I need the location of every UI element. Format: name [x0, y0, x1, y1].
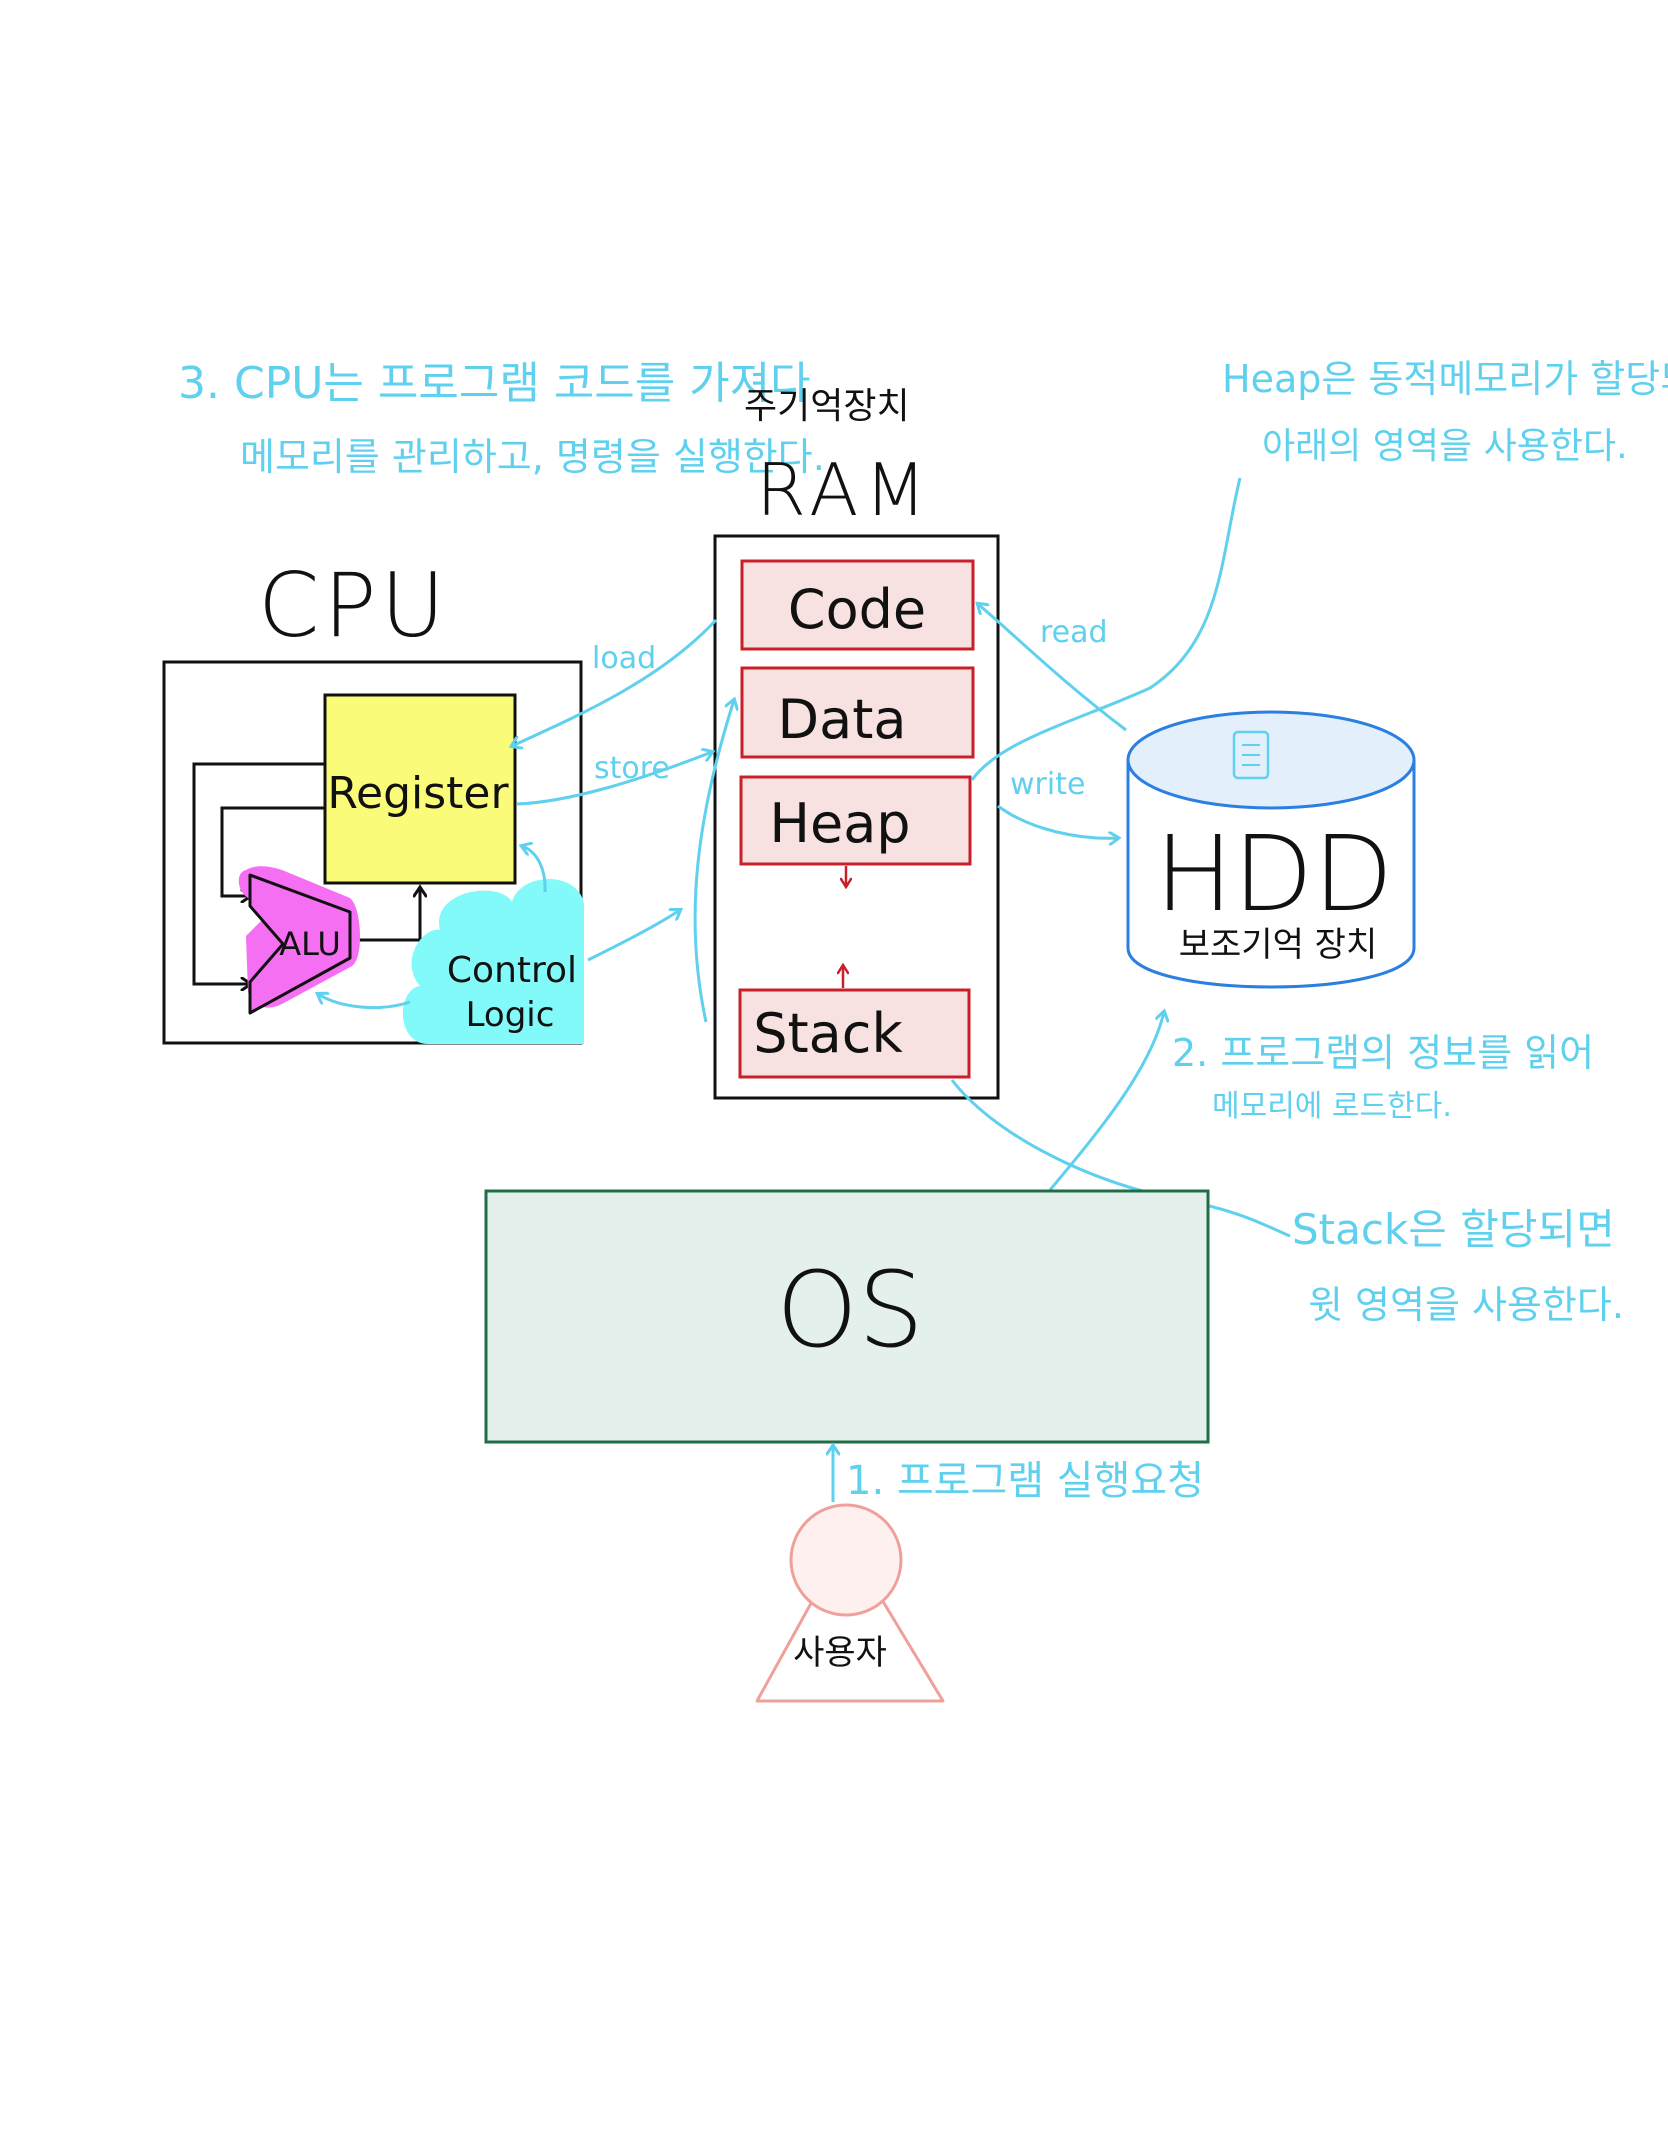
control-logic-label-line2: Logic — [466, 995, 555, 1035]
ram-subtitle: 주기억장치 — [744, 386, 910, 427]
os-box — [484, 1189, 1210, 1444]
control-logic-label-line1: Control — [447, 950, 577, 991]
hdd-top — [1126, 710, 1416, 810]
stack-segment — [738, 988, 971, 1079]
register-to-alu-wire-inner — [220, 806, 325, 896]
store-label: store — [594, 751, 670, 786]
cpu-step-note-line2: 메모리를 관리하고, 명령을 실행한다. — [240, 435, 825, 479]
write-label: write — [1010, 767, 1085, 802]
ram-title: RAM — [756, 448, 932, 532]
code-segment-label: Code — [788, 578, 926, 641]
stack-note-line1: Stack은 할당되면 — [1292, 1205, 1615, 1254]
control-to-ram-arrow — [587, 910, 680, 962]
heap-segment-label: Heap — [769, 792, 910, 855]
register-label: Register — [327, 768, 509, 819]
register-box — [323, 693, 517, 885]
user-body — [755, 1538, 945, 1703]
heap-segment — [739, 775, 972, 866]
cpu-step-note-line1: 3. CPU는 프로그램 코드를 가져다 — [178, 358, 811, 409]
load-step-note-line1: 2. 프로그램의 정보를 읽어 — [1172, 1031, 1594, 1075]
load-step-note-line2: 메모리에 로드한다. — [1212, 1089, 1452, 1124]
heap-note-line2: 아래의 영역을 사용한다. — [1262, 426, 1628, 467]
alu-label: ALU — [279, 925, 341, 963]
user-label: 사용자 — [793, 1633, 887, 1673]
hdd-title: HDD — [1155, 813, 1393, 935]
load-label: load — [592, 641, 656, 676]
os-label: OS — [776, 1249, 924, 1371]
ram-side-flow-arrow — [693, 700, 734, 1023]
write-arrow — [997, 804, 1118, 838]
store-arrow — [516, 752, 712, 806]
heap-note: Heap은 동적메모리가 할당되면 아래의 영역을 사용한다. — [1222, 357, 1668, 467]
request-step-note: 1. 프로그램 실행요청 — [846, 1458, 1204, 1504]
read-label: read — [1040, 615, 1108, 650]
control-logic-cloud — [402, 879, 584, 1044]
heap-note-leader — [970, 477, 1242, 781]
hdd-body — [1126, 758, 1416, 989]
register-to-alu-wire-outer — [192, 762, 325, 984]
alu-to-register-wire — [352, 888, 420, 942]
cpu-step-note: 3. CPU는 프로그램 코드를 가져다 메모리를 관리하고, 명령을 실행한다… — [178, 358, 825, 479]
stack-segment-label: Stack — [753, 1002, 903, 1065]
heap-note-line1: Heap은 동적메모리가 할당되면 — [1222, 357, 1668, 401]
alu-shape — [248, 873, 352, 1015]
document-icon — [1232, 730, 1270, 780]
cpu-title: CPU — [258, 554, 449, 657]
hdd-subtitle: 보조기억 장치 — [1179, 925, 1378, 965]
stack-note-line2: 윗 영역을 사용한다. — [1308, 1283, 1624, 1327]
os-to-hdd-arrow — [1048, 1012, 1164, 1191]
user-head — [789, 1503, 903, 1617]
data-segment-label: Data — [778, 688, 907, 751]
load-arrow — [512, 618, 718, 746]
code-segment — [740, 559, 975, 651]
control-to-alu-arrow — [318, 994, 411, 1010]
read-arrow — [978, 604, 1127, 732]
data-segment — [740, 666, 975, 759]
control-to-register-arrow — [522, 846, 547, 893]
